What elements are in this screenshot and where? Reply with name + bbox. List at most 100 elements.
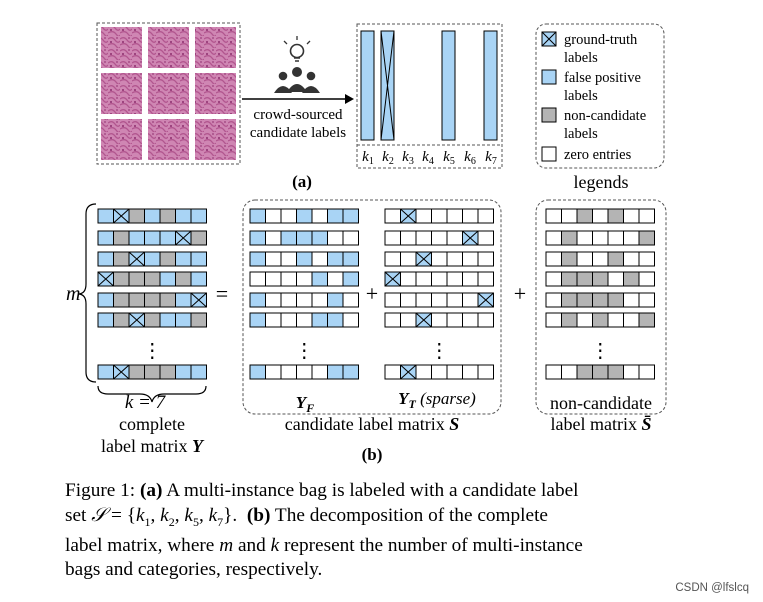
y-cell [97,312,114,328]
snc-cell [592,251,609,267]
snc-cell [561,230,578,246]
y-cell [175,292,192,308]
yf-cell [296,208,313,224]
snc-cell [545,251,562,267]
tissue-tile [195,27,236,68]
yf-cell [311,312,328,328]
snc-cell [638,251,655,267]
yt-cell [446,230,463,246]
snc-cell [607,271,624,287]
y-cell [144,251,161,267]
yf-cell [327,208,344,224]
yt-cell [462,251,479,267]
noncand-caption-line1: non-candidate [550,393,652,413]
y-cell [97,230,114,246]
yt-cell [431,364,448,380]
y-cell [113,251,130,267]
yt-cell [446,312,463,328]
y-cell [159,208,176,224]
non-candidate-box [535,199,667,415]
legend-label-false-positive: false positive [564,70,641,86]
y-cell [128,364,145,380]
y-cell-cross [128,312,145,328]
yt-dots: ⋮ [429,340,449,362]
yf-cell [342,292,359,308]
y-cell [159,312,176,328]
y-cell [175,364,192,380]
yt-cell [446,364,463,380]
yf-cell [296,292,313,308]
snc-cell [576,292,593,308]
caption-line-3: label matrix, where m and k represent th… [65,534,583,556]
snc-cell [623,230,640,246]
y-cell-cross [113,364,130,380]
snc-cell [592,271,609,287]
tissue-tile [148,73,189,114]
y-cell [97,251,114,267]
yf-cell [296,312,313,328]
snc-cell [545,208,562,224]
snc-cell [623,312,640,328]
k-label-4: k4 [422,149,434,167]
snc-cell [607,230,624,246]
yf-cell [249,251,266,267]
yt-cell [431,230,448,246]
y-cell [159,364,176,380]
y-cell [190,271,207,287]
yf-cell [280,364,297,380]
y-cell-cross [97,271,114,287]
legend-label-false-positive: labels [564,88,598,104]
k-label-3: k3 [402,149,414,167]
yf-cell [327,271,344,287]
y-cell [175,271,192,287]
k-label-6: k6 [464,149,476,167]
panel-b-tag: (b) [362,445,383,464]
watermark: CSDN @lfslcq [675,582,749,594]
yf-cell [265,208,282,224]
yt-cell [446,251,463,267]
yf-cell [249,364,266,380]
y-cell [144,364,161,380]
snc-cell [623,292,640,308]
yt-cell [431,271,448,287]
snc-cell [576,251,593,267]
y-cell-cross [190,292,207,308]
yf-cell [311,292,328,308]
complete-matrix: ⋮ [97,208,207,380]
snc-cell [607,364,624,380]
yf-cell [342,251,359,267]
snc-cell [607,208,624,224]
yf-cell [265,271,282,287]
y-cell [175,251,192,267]
yt-cell [462,271,479,287]
y-cell [97,208,114,224]
snc-cell [561,292,578,308]
yf-cell [296,271,313,287]
tissue-tile [101,27,142,68]
yf-cell [342,312,359,328]
snc-cell [561,251,578,267]
snc-cell [607,251,624,267]
y-cell [97,292,114,308]
yt-cell [384,230,401,246]
yf-cell [280,251,297,267]
y-cell [190,364,207,380]
yt-cell [462,364,479,380]
y-cell [190,312,207,328]
arrow-label-line1: crowd-sourced [253,107,343,123]
snc-cell [638,292,655,308]
yt-cell [384,251,401,267]
snc-cell [638,230,655,246]
label-column-k7 [483,30,498,141]
yt-cell-cross [477,292,494,308]
snc-cell [592,230,609,246]
yf-cell [280,292,297,308]
y-cell [144,230,161,246]
tissue-tile [101,73,142,114]
caption-line-2: set 𝒮 = {k1, k2, k5, k7}. (b) The decomp… [65,504,548,529]
y-cell [144,292,161,308]
yf-cell [280,271,297,287]
candidate-matrix-box [242,199,502,415]
yf-cell [249,208,266,224]
